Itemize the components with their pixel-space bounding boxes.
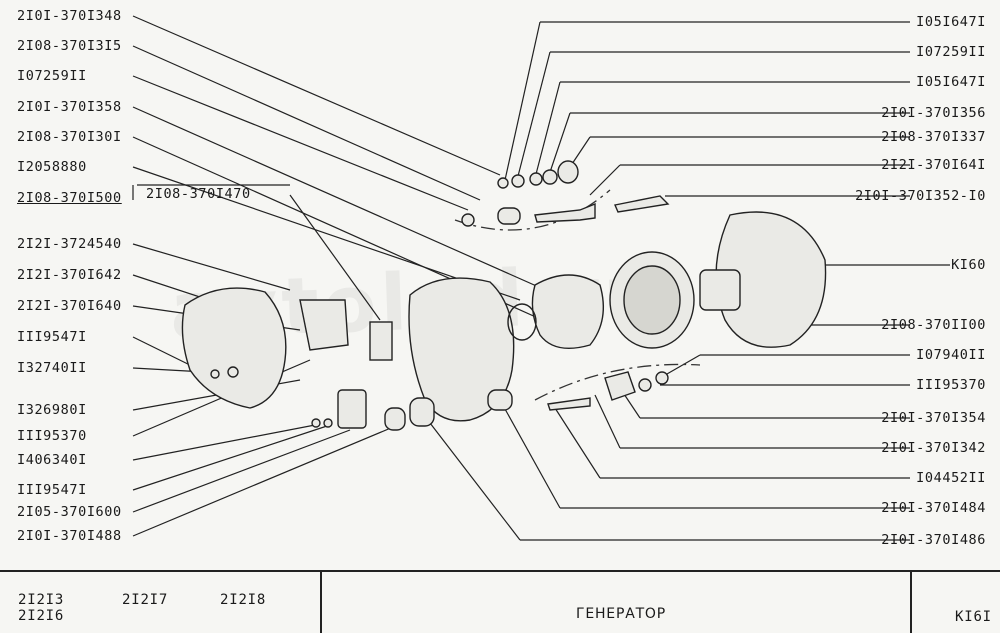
callout-label: I326980I bbox=[17, 402, 87, 418]
callout-label: I07259II bbox=[916, 44, 986, 60]
callout-label: III95370 bbox=[17, 428, 87, 444]
callout-label: 2I08-370I30I bbox=[17, 129, 122, 145]
callout-label: 2I2I-370I64I bbox=[881, 157, 986, 173]
callout-label: 2I08-370II00 bbox=[881, 317, 986, 333]
callout-label: 2I0I-370I484 bbox=[881, 500, 986, 516]
sheet-code: KI6I bbox=[955, 609, 992, 625]
model-code: 2I2I3 bbox=[18, 592, 65, 608]
callout-label: 2I0I-370I342 bbox=[881, 440, 986, 456]
callout-label-underlined: 2I08-370I500 bbox=[17, 190, 122, 206]
model-code: 2I2I7 bbox=[122, 592, 169, 608]
callout-label: 2I2I-3724540 bbox=[17, 236, 122, 252]
callout-label: 2I2I-370I642 bbox=[17, 267, 122, 283]
callout-label: 2I0I-370I354 bbox=[881, 410, 986, 426]
callout-label: III9547I bbox=[17, 329, 87, 345]
callout-label: 2I0I-370I352-I0 bbox=[855, 188, 986, 204]
callout-label: I04452II bbox=[916, 470, 986, 486]
callout-label: I05I647I bbox=[916, 74, 986, 90]
callout-label: 2I0I-370I348 bbox=[17, 8, 122, 24]
title-block: 2I2I3 2I2I6 2I2I7 2I2I8 ГЕНЕРАТОР KI6I bbox=[0, 570, 1000, 633]
callout-label: I406340I bbox=[17, 452, 87, 468]
callout-label: 2I08-370I337 bbox=[881, 129, 986, 145]
callout-label: III95370 bbox=[916, 377, 986, 393]
callout-label: 2I05-370I600 bbox=[17, 504, 122, 520]
callout-label: 2I2I-370I640 bbox=[17, 298, 122, 314]
callout-label: 2I0I-370I486 bbox=[881, 532, 986, 548]
model-code: 2I2I8 bbox=[220, 592, 267, 608]
callout-label: I05I647I bbox=[916, 14, 986, 30]
assembly-name: ГЕНЕРАТОР bbox=[576, 606, 666, 622]
callout-label: I32740II bbox=[17, 360, 87, 376]
model-code: 2I2I6 bbox=[18, 608, 65, 624]
models-cell: 2I2I3 2I2I6 2I2I7 2I2I8 bbox=[0, 572, 322, 633]
callout-label: I07940II bbox=[916, 347, 986, 363]
name-cell: ГЕНЕРАТОР bbox=[322, 572, 912, 633]
callout-label: 2I08-370I3I5 bbox=[17, 38, 122, 54]
callout-label: KI60 bbox=[951, 257, 986, 273]
callout-label: 2I0I-370I356 bbox=[881, 105, 986, 121]
callout-label-boxed: 2I08-370I470 bbox=[146, 186, 251, 202]
callout-label: III9547I bbox=[17, 482, 87, 498]
callout-label: 2I0I-370I358 bbox=[17, 99, 122, 115]
callout-label: 2I0I-370I488 bbox=[17, 528, 122, 544]
callout-label: I2058880 bbox=[17, 159, 87, 175]
callout-label: I07259II bbox=[17, 68, 87, 84]
